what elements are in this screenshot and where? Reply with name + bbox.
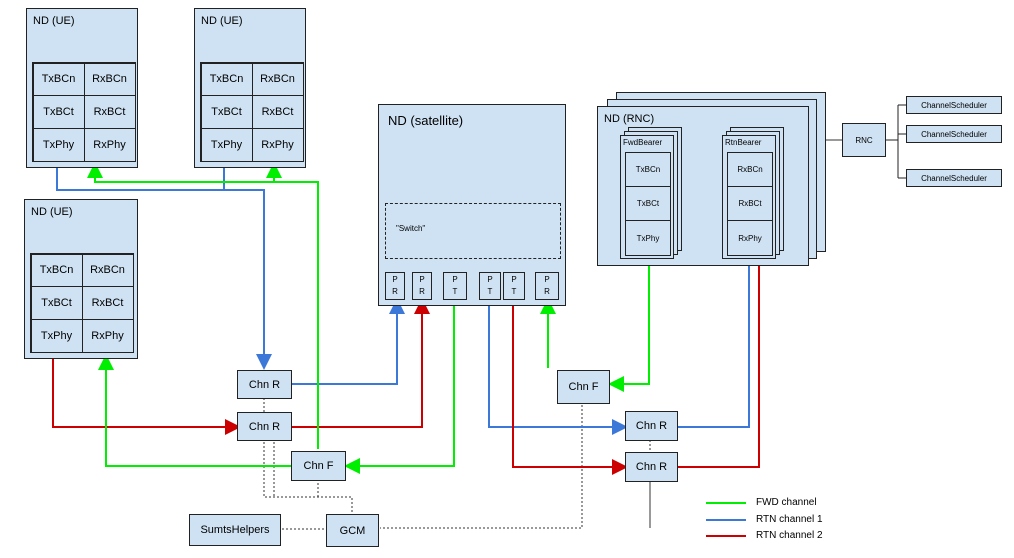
rxphy-cell: RxPhy: [83, 127, 136, 162]
fwd-bearer: FwdBearer TxBCn TxBCt TxPhy: [620, 135, 674, 259]
port-label: T: [511, 287, 517, 296]
chn-f-box-2: Chn F: [557, 370, 610, 404]
rxphy-cell: RxPhy: [81, 318, 134, 353]
nd-ue-node-1: ND (UE) TxBCn RxBCn TxBCt RxBCt TxPhy Rx…: [26, 8, 138, 168]
nd-rnc-node: ND (RNC) FwdBearer TxBCn TxBCt TxPhy Rtn…: [597, 106, 809, 266]
nd-ue-node-3: ND (UE) TxBCn RxBCn TxBCt RxBCt TxPhy Rx…: [24, 199, 138, 359]
rxbct-cell: RxBCt: [81, 286, 134, 320]
nd-ue-title: ND (UE): [31, 206, 73, 218]
port-label: P: [419, 275, 425, 284]
txbcn-cell: TxBCn: [200, 62, 253, 97]
sumts-helpers-box: SumtsHelpers: [189, 514, 281, 546]
rxbcn-cell: RxBCn: [81, 253, 134, 288]
txbcn-cell: TxBCn: [30, 253, 83, 288]
nd-ue-layer-grid: TxBCn RxBCn TxBCt RxBCt TxPhy RxPhy: [32, 62, 136, 162]
fwd-bearer-layers: TxBCn TxBCt TxPhy: [625, 152, 671, 256]
legend-fwd-channel: FWD channel: [706, 497, 817, 508]
legend-rtn-channel-2: RTN channel 2: [706, 530, 823, 541]
nd-ue-layer-grid: TxBCn RxBCn TxBCt RxBCt TxPhy RxPhy: [200, 62, 304, 162]
legend-rtn-channel-1: RTN channel 1: [706, 514, 823, 525]
legend-swatch: [706, 518, 746, 521]
txbcn-cell: TxBCn: [32, 62, 85, 97]
port-label: P: [487, 275, 493, 284]
fwd-bearer-title: FwdBearer: [623, 138, 663, 147]
rxbct-cell: RxBCt: [251, 95, 304, 129]
rtn-bearer: RtnBearer RxBCn RxBCt RxPhy: [722, 135, 776, 259]
port-label: T: [452, 287, 458, 296]
chn-r-box-3: Chn R: [625, 411, 678, 441]
rxbcn-cell: RxBCn: [83, 62, 136, 97]
txbct-cell: TxBCt: [626, 187, 670, 221]
nd-ue-title: ND (UE): [33, 15, 75, 27]
txphy-cell: TxPhy: [32, 127, 85, 162]
port-label: R: [392, 287, 398, 296]
chn-f-box-1: Chn F: [291, 451, 346, 481]
legend-swatch: [706, 501, 746, 504]
switch-region: "Switch": [385, 203, 561, 259]
channel-scheduler-1: ChannelScheduler: [906, 96, 1002, 114]
legend-label: RTN channel 1: [756, 514, 823, 525]
chn-r-box-1: Chn R: [237, 370, 292, 399]
rtn-bearer-layers: RxBCn RxBCt RxPhy: [727, 152, 773, 256]
txbct-cell: TxBCt: [200, 95, 253, 129]
txphy-cell: TxPhy: [30, 318, 83, 353]
nd-ue-layer-grid: TxBCn RxBCn TxBCt RxBCt TxPhy RxPhy: [30, 253, 134, 353]
port-label: P: [544, 275, 550, 284]
txphy-cell: TxPhy: [636, 233, 660, 243]
rxbct-cell: RxBCt: [728, 187, 772, 221]
channel-scheduler-2: ChannelScheduler: [906, 125, 1002, 143]
legend-label: FWD channel: [756, 497, 817, 508]
legend-label: RTN channel 2: [756, 530, 823, 541]
nd-satellite-title: ND (satellite): [388, 113, 464, 128]
switch-label: "Switch": [396, 224, 426, 233]
chn-r-box-4: Chn R: [625, 452, 678, 482]
chn-r-box-2: Chn R: [237, 412, 292, 441]
port-label: R: [419, 287, 425, 296]
nd-ue-node-2: ND (UE) TxBCn RxBCn TxBCt RxBCt TxPhy Rx…: [194, 8, 306, 168]
port-label: T: [487, 287, 493, 296]
legend-swatch: [706, 534, 746, 537]
nd-ue-title: ND (UE): [201, 15, 243, 27]
port-label: P: [452, 275, 458, 284]
nd-rnc-title: ND (RNC): [604, 113, 655, 125]
txbct-cell: TxBCt: [30, 286, 83, 320]
channel-scheduler-3: ChannelScheduler: [906, 169, 1002, 187]
txbcn-cell: TxBCn: [626, 153, 670, 187]
rnc-box: RNC: [842, 123, 886, 157]
gcm-box: GCM: [326, 514, 379, 547]
port-label: P: [392, 275, 398, 284]
port-label: P: [511, 275, 517, 284]
rtn-bearer-title: RtnBearer: [725, 138, 762, 147]
rxbcn-cell: RxBCn: [728, 153, 772, 187]
rxbcn-cell: RxBCn: [251, 62, 304, 97]
rxbct-cell: RxBCt: [83, 95, 136, 129]
port-label: R: [544, 287, 550, 296]
rxphy-cell: RxPhy: [251, 127, 304, 162]
txphy-cell: TxPhy: [200, 127, 253, 162]
txbct-cell: TxBCt: [32, 95, 85, 129]
rxphy-cell: RxPhy: [738, 233, 762, 243]
